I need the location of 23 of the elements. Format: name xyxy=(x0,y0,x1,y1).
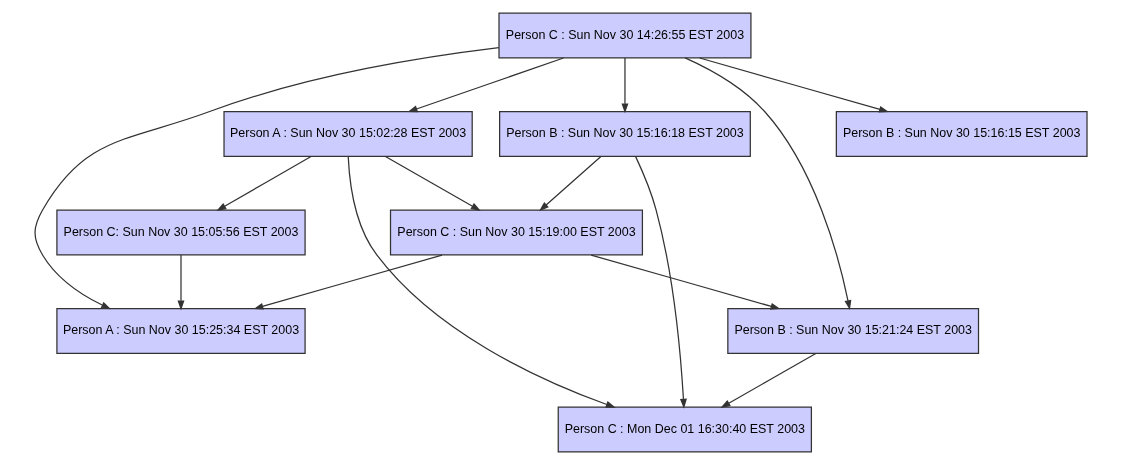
arrow xyxy=(539,155,602,212)
arrow xyxy=(177,254,185,311)
node-box: Person B : Sun Nov 30 15:16:18 EST 2003 xyxy=(499,110,751,158)
node-box: Person C: Sun Nov 30 15:05:56 EST 2003 xyxy=(56,209,306,256)
arrow xyxy=(684,57,852,311)
arrow xyxy=(407,57,565,113)
node-box: Person B : Sun Nov 30 15:21:24 EST 2003 xyxy=(727,307,980,355)
node-box: Person B : Sun Nov 30 15:16:15 EST 2003 xyxy=(835,110,1088,158)
arrow xyxy=(621,57,629,114)
node-box: Person A : Sun Nov 30 15:25:34 EST 2003 xyxy=(56,307,306,355)
arrow xyxy=(590,254,781,310)
arrow xyxy=(720,352,817,408)
arrow xyxy=(216,155,312,211)
node-box: Person C : Sun Nov 30 14:26:55 EST 2003 xyxy=(498,12,752,59)
arrow xyxy=(34,47,500,310)
arrow xyxy=(635,156,687,409)
node-box: Person C : Sun Nov 30 15:19:00 EST 2003 xyxy=(389,209,644,256)
node-box: Person A : Sun Nov 30 15:02:28 EST 2003 xyxy=(223,110,473,158)
node-box: Person C : Mon Dec 01 16:30:40 EST 2003 xyxy=(557,406,813,453)
arrow xyxy=(347,156,616,408)
arrow xyxy=(699,57,889,113)
arrow xyxy=(384,155,481,211)
arrow xyxy=(253,254,443,310)
